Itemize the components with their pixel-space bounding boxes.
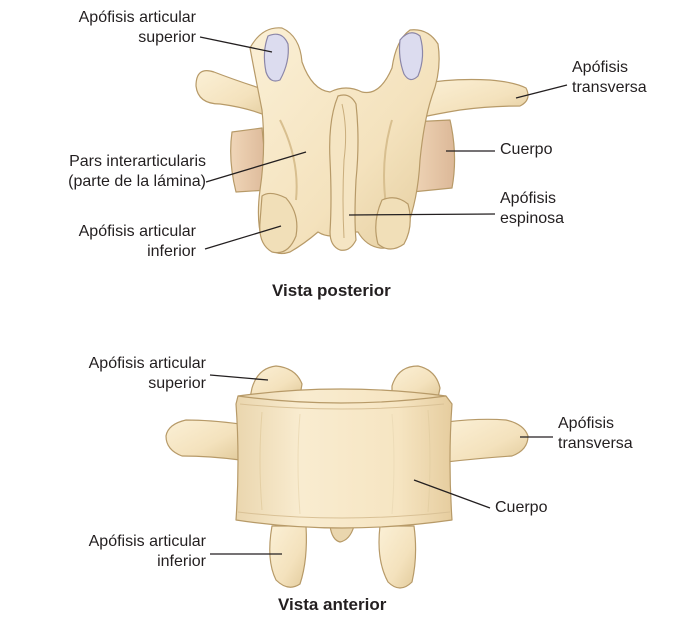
label-line: Apófisis [558, 414, 633, 434]
label-line: Apófisis articular [89, 532, 206, 552]
label-post-sup-articular: Apófisis articular superior [79, 8, 196, 48]
label-line: Cuerpo [500, 140, 552, 160]
label-line: Apófisis articular [89, 354, 206, 374]
label-line: Apófisis articular [79, 8, 196, 28]
label-line: transversa [558, 434, 633, 454]
label-line: superior [79, 28, 196, 48]
label-line: Apófisis [572, 58, 647, 78]
anterior-transverse-right [446, 419, 528, 462]
label-post-transverse: Apófisis transversa [572, 58, 647, 98]
caption-posterior: Vista posterior [272, 281, 391, 301]
label-line: transversa [572, 78, 647, 98]
label-ant-inf-articular: Apófisis articular inferior [89, 532, 206, 572]
anterior-inf-articular-right [379, 526, 416, 588]
label-line: inferior [79, 242, 196, 262]
label-line: inferior [89, 552, 206, 572]
label-post-inf-articular: Apófisis articular inferior [79, 222, 196, 262]
posterior-facet-right [400, 33, 423, 80]
anterior-body [236, 389, 452, 528]
label-ant-transverse: Apófisis transversa [558, 414, 633, 454]
caption-anterior: Vista anterior [278, 595, 386, 615]
label-ant-sup-articular: Apófisis articular superior [89, 354, 206, 394]
label-post-spinous: Apófisis espinosa [500, 189, 564, 229]
label-post-pars: Pars interarticularis (parte de la lámin… [68, 152, 206, 192]
label-line: Pars interarticularis [68, 152, 206, 172]
anterior-vertebra [166, 366, 528, 588]
label-post-body: Cuerpo [500, 140, 552, 160]
label-line: (parte de la lámina) [68, 172, 206, 192]
label-line: espinosa [500, 209, 564, 229]
label-line: Cuerpo [495, 498, 547, 518]
anterior-transverse-left [166, 420, 240, 460]
label-line: Apófisis [500, 189, 564, 209]
label-line: superior [89, 374, 206, 394]
label-ant-body: Cuerpo [495, 498, 547, 518]
posterior-inferior-articular-right [376, 198, 411, 249]
posterior-vertebra [196, 28, 528, 254]
anterior-inf-articular-left [270, 526, 307, 587]
label-line: Apófisis articular [79, 222, 196, 242]
